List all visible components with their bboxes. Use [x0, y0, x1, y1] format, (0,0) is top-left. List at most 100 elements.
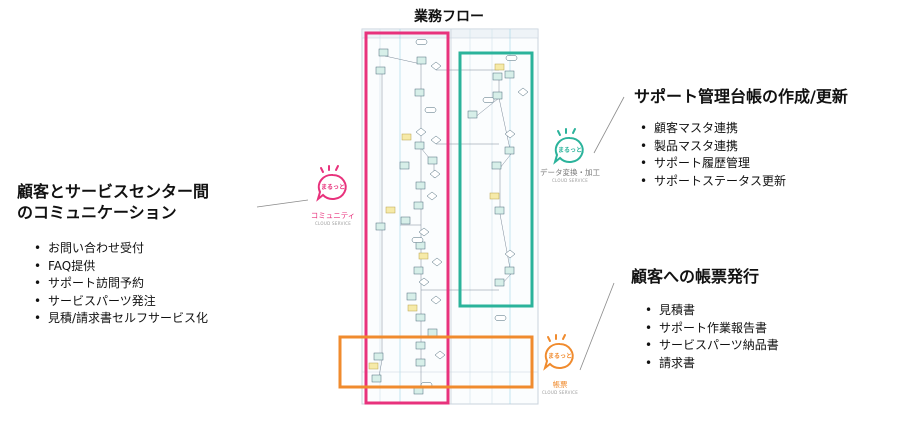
forms-badge-logo: まるっと	[547, 353, 572, 360]
flow-title: 業務フロー	[414, 9, 484, 25]
flow-process-box	[504, 266, 515, 275]
list-item: 請求書	[645, 355, 779, 373]
list-item: サポート作業報告書	[645, 320, 779, 338]
callout-line-right-top	[593, 96, 625, 154]
list-item: サービスパーツ納品書	[645, 337, 779, 355]
forms-badge-icon	[543, 334, 574, 371]
flow-process-box	[427, 156, 438, 165]
list-item: お問い合わせ受付	[34, 240, 208, 258]
flow-decision	[504, 129, 516, 139]
left-section-heading: 顧客とサービスセンター間 のコミュニケーション	[17, 181, 209, 223]
flow-terminal	[505, 55, 518, 61]
community-badge-logo: まるっと	[320, 184, 345, 191]
flow-decision	[418, 227, 430, 237]
flow-terminal	[482, 97, 495, 103]
flow-process-box	[373, 352, 384, 361]
flow-process-box	[399, 161, 410, 170]
list-item: サポートステータス更新	[640, 173, 786, 191]
flow-decision	[504, 249, 516, 259]
flow-process-box	[415, 313, 426, 322]
list-item: サポート訪問予約	[34, 275, 208, 293]
flow-process-box	[467, 110, 478, 119]
list-item: サポート履歴管理	[640, 155, 786, 173]
community-badge-sub: CLOUD SERVICE	[314, 221, 352, 226]
flow-decision	[415, 127, 427, 137]
community-frame	[364, 31, 450, 405]
swimlane-sheet	[361, 28, 539, 405]
left-heading-line2: のコミュニケーション	[17, 203, 177, 222]
list-item: サービスパーツ発注	[34, 293, 208, 311]
flow-note	[407, 304, 418, 312]
flow-process-box	[414, 141, 425, 150]
list-item: 見積/請求書セルフサービス化	[34, 310, 208, 328]
flow-process-box	[416, 56, 427, 65]
flow-process-box	[415, 341, 426, 350]
flow-decision	[426, 191, 438, 201]
flow-connector	[384, 55, 422, 65]
flow-process-box	[413, 266, 424, 275]
flow-decision	[430, 61, 442, 71]
flow-process-box	[491, 161, 502, 170]
forms-frame	[338, 335, 534, 389]
forms-badge-label: 帳票	[552, 380, 568, 389]
flow-process-box	[375, 66, 386, 75]
flow-process-box	[427, 328, 438, 337]
community-badge-icon	[316, 165, 347, 202]
callout-line-left	[256, 199, 309, 208]
flow-process-box	[494, 278, 505, 287]
flow-note	[385, 206, 396, 214]
flow-decision	[430, 295, 442, 305]
right-bottom-list: 見積書 サポート作業報告書 サービスパーツ納品書 請求書	[645, 302, 779, 372]
flow-terminal	[424, 107, 437, 113]
flow-connector	[499, 213, 512, 275]
callout-line-right-bottom	[579, 282, 615, 371]
flow-process-box	[413, 201, 424, 210]
left-heading-line1: 顧客とサービスセンター間	[17, 182, 210, 201]
flow-process-box	[492, 91, 503, 100]
flow-note	[368, 362, 379, 370]
flow-process-box	[415, 358, 426, 367]
flow-process-box	[375, 222, 386, 231]
flow-process-box	[504, 70, 515, 79]
flow-decision	[430, 135, 442, 145]
flow-process-box	[406, 292, 417, 301]
flow-process-box	[371, 374, 382, 383]
flow-decision	[517, 87, 529, 97]
flow-note	[418, 252, 429, 260]
flow-connector	[473, 97, 500, 119]
flow-process-box	[415, 241, 426, 250]
flow-process-box	[492, 72, 503, 81]
flow-process-box	[504, 146, 515, 155]
flow-decision	[429, 169, 441, 179]
right-bottom-heading: 顧客への帳票発行	[631, 267, 760, 286]
forms-badge-sub: CLOUD SERVICE	[541, 390, 579, 395]
flow-process-box	[378, 48, 389, 57]
data-badge-icon	[553, 128, 584, 165]
flow-process-box	[494, 206, 505, 215]
right-top-list: 顧客マスタ連携 製品マスタ連携 サポート履歴管理 サポートステータス更新	[640, 120, 786, 190]
flow-note	[401, 133, 412, 141]
data-badge-label: データ変換・加工	[540, 168, 600, 177]
flow-note	[494, 63, 505, 71]
flow-process-box	[415, 181, 426, 190]
flow-decision	[434, 350, 446, 360]
flow-process-box	[414, 88, 425, 97]
flow-note	[489, 192, 500, 200]
flow-terminal	[494, 315, 507, 321]
flow-decision	[418, 277, 430, 287]
data-badge-sub: CLOUD SERVICE	[551, 178, 589, 183]
flow-process-box	[400, 216, 411, 225]
list-item: 製品マスタ連携	[640, 138, 786, 156]
flow-terminal	[415, 39, 428, 45]
flow-connector	[499, 153, 512, 169]
list-item: FAQ提供	[34, 258, 208, 276]
list-item: 顧客マスタ連携	[640, 120, 786, 138]
community-badge-label: コミュニティ	[310, 211, 356, 220]
flow-connector	[498, 97, 512, 155]
left-section-list: お問い合わせ受付 FAQ提供 サポート訪問予約 サービスパーツ発注 見積/請求書…	[34, 240, 208, 328]
flow-terminal	[411, 237, 424, 243]
flow-decision	[431, 257, 443, 267]
list-item: 見積書	[645, 302, 779, 320]
data-processing-frame	[458, 51, 534, 308]
